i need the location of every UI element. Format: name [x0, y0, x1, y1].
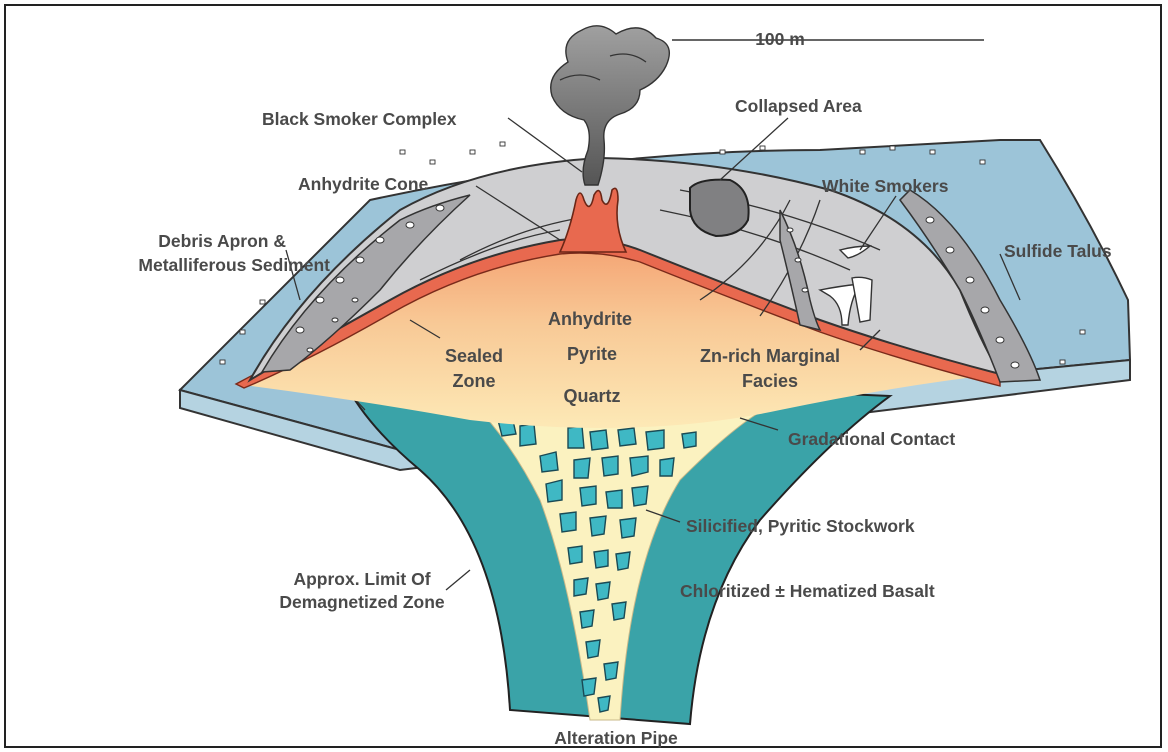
label-white-smokers: White Smokers	[822, 176, 949, 196]
label-approx-limit-1: Approx. Limit Of	[293, 569, 430, 589]
label-zn-rich-1: Zn-rich Marginal	[700, 346, 840, 366]
label-alteration-pipe: Alteration Pipe	[554, 728, 678, 748]
label-sulfide-talus: Sulfide Talus	[1004, 241, 1112, 261]
label-quartz: Quartz	[563, 386, 620, 406]
label-debris-apron-1: Debris Apron &	[158, 231, 286, 251]
scale-label: 100 m	[755, 29, 805, 49]
label-zn-rich-2: Facies	[742, 371, 798, 391]
label-silicified-stockwork: Silicified, Pyritic Stockwork	[686, 516, 915, 536]
label-gradational-contact: Gradational Contact	[788, 429, 955, 449]
label-anhydrite: Anhydrite	[548, 309, 632, 329]
label-debris-apron-2: Metalliferous Sediment	[138, 255, 330, 275]
collapsed-area-pit	[690, 180, 749, 236]
label-chloritized-basalt: Chloritized ± Hematized Basalt	[680, 581, 935, 601]
label-pyrite: Pyrite	[567, 344, 617, 364]
label-sealed-zone-2: Zone	[453, 371, 496, 391]
label-collapsed-area: Collapsed Area	[735, 96, 862, 116]
label-approx-limit-2: Demagnetized Zone	[279, 592, 445, 612]
label-black-smoker-complex: Black Smoker Complex	[262, 109, 457, 129]
label-anhydrite-cone: Anhydrite Cone	[298, 174, 429, 194]
label-sealed-zone-1: Sealed	[445, 346, 503, 366]
